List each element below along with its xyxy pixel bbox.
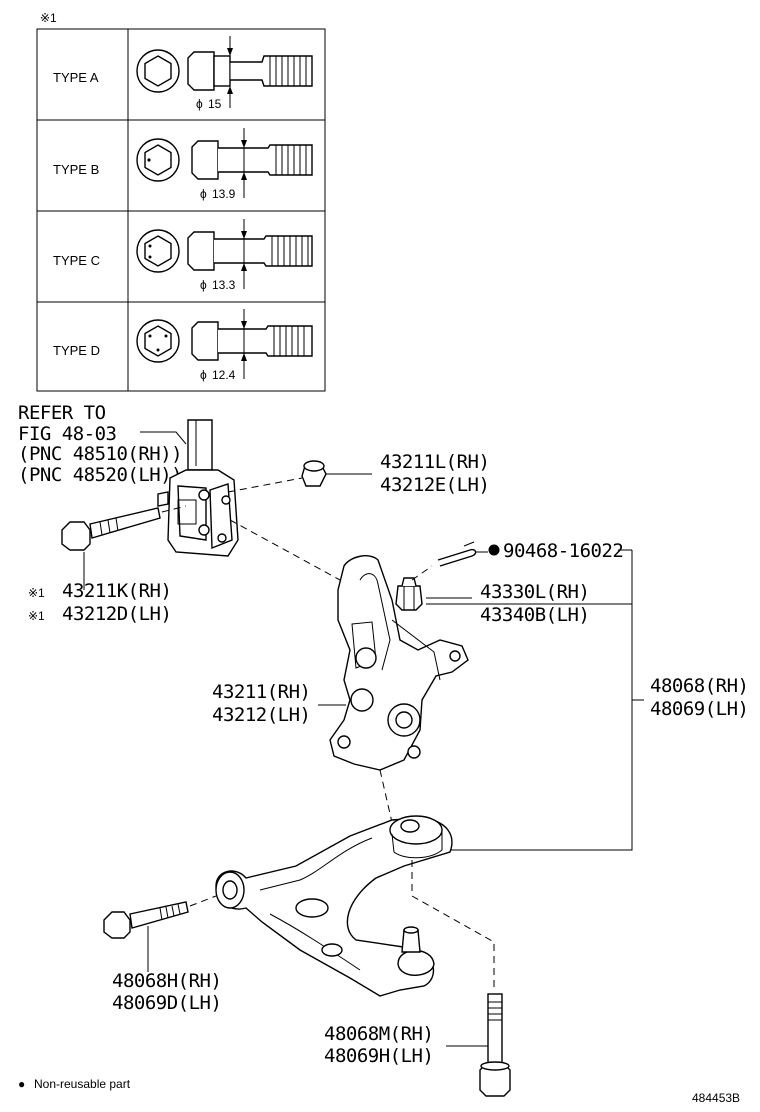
inset-row-type-d: TYPE D ϕ 12.4 (53, 309, 313, 382)
inset-row-type-c: TYPE C ϕ 13.3 (53, 219, 313, 292)
refer-line-4: (PNC 48520(LH)) (18, 464, 182, 486)
cam-nut-lh-label: 43212E(LH) (380, 474, 489, 496)
cam-bolt-rh-label: 43211K(RH) (62, 580, 171, 602)
bolt-side-view-icon (187, 231, 313, 271)
refer-line-1: REFER TO (18, 402, 106, 424)
inset-row-type-a: TYPE A ϕ 15 (53, 36, 313, 111)
type-a-dimension: 15 (208, 97, 222, 111)
cotter-pin-label: 90468-16022 (503, 540, 623, 562)
refer-line-3: (PNC 48510(RH)) (18, 443, 182, 465)
arm-front-bolt-lh-label: 48069D(LH) (112, 992, 221, 1014)
cam-bolt-lh-label: 43212D(LH) (62, 603, 171, 625)
cam-nut-rh-label: 43211L(RH) (380, 451, 489, 473)
type-b-label: TYPE B (53, 162, 99, 177)
bolt-head-end-view-icon (136, 49, 180, 93)
bolt-side-view-icon (191, 140, 313, 180)
inset-row-type-b: TYPE B ϕ 13.9 (53, 128, 313, 201)
lower-arm-rh-label: 48068(RH) (650, 675, 748, 697)
figure-number: 484453B (692, 1091, 740, 1105)
bolt-side-view-icon (191, 321, 313, 361)
castle-nut-lh-label: 43340B(LH) (480, 604, 589, 626)
knuckle-rh-label: 43211(RH) (212, 681, 310, 703)
refer-line-2: FIG 48-03 (18, 423, 117, 445)
type-c-dimension: 13.3 (212, 278, 236, 292)
lower-arm-lh-label: 48069(LH) (650, 698, 748, 720)
type-a-dimension-symbol: ϕ (196, 97, 203, 111)
type-c-dimension-symbol: ϕ (200, 278, 207, 292)
arm-front-bolt (103, 901, 189, 939)
bolt-type-inset: ※1 TYPE A ϕ 15 (36, 11, 326, 392)
type-b-dimension: 13.9 (212, 187, 236, 201)
type-d-label: TYPE D (53, 343, 100, 358)
cam-bolt-rh-marker: ※1 (28, 586, 45, 600)
legend-bullet-icon: ● (18, 1077, 25, 1091)
cam-bolt (61, 507, 161, 551)
lower-control-arm (215, 815, 453, 997)
bolt-head-end-view-icon (136, 319, 180, 363)
inset-marker: ※1 (40, 11, 57, 25)
shock-absorber-bracket (157, 419, 239, 557)
steering-knuckle (329, 555, 469, 771)
type-a-label: TYPE A (53, 70, 99, 85)
type-d-dimension-symbol: ϕ (200, 368, 207, 382)
castle-nut-rh-label: 43330L(RH) (480, 581, 589, 603)
cotter-pin (437, 541, 477, 567)
legend-note: Non-reusable part (34, 1077, 131, 1091)
bolt-side-view-icon (187, 51, 313, 91)
arm-front-bolt-rh-label: 48068H(RH) (112, 970, 221, 992)
refer-to-note: REFER TO FIG 48-03 (PNC 48510(RH)) (PNC … (18, 402, 183, 486)
type-d-dimension: 12.4 (212, 368, 236, 382)
knuckle-lh-label: 43212(LH) (212, 704, 310, 726)
arm-rear-bolt (479, 993, 511, 1097)
bolt-head-end-view-icon (136, 229, 180, 273)
cam-nut (301, 460, 327, 487)
legend: ● Non-reusable part (18, 1077, 131, 1091)
arm-rear-bolt-rh-label: 48068M(RH) (324, 1023, 433, 1045)
type-c-label: TYPE C (53, 253, 100, 268)
bolt-head-end-view-icon (136, 138, 180, 182)
arm-rear-bolt-lh-label: 48069H(LH) (324, 1045, 433, 1067)
cam-bolt-lh-marker: ※1 (28, 609, 45, 623)
non-reusable-marker-icon (488, 544, 500, 556)
castle-nut (395, 577, 423, 611)
type-b-dimension-symbol: ϕ (200, 187, 207, 201)
